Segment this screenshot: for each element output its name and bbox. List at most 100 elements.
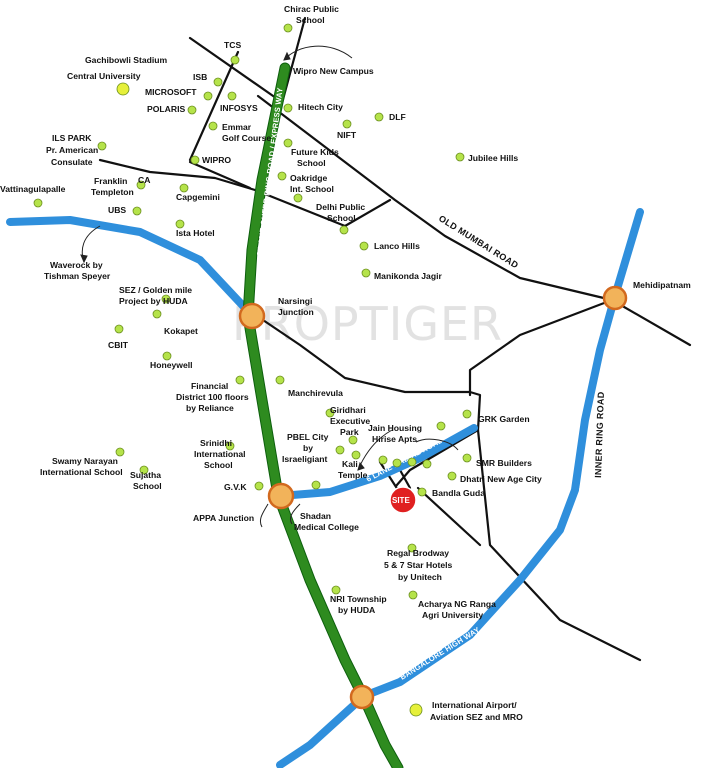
site-marker: SITE [389,486,417,514]
poi-labels: Chirac Public School TCS Wipro New Campu… [0,4,691,722]
label-nri-1: NRI Township [330,594,387,604]
label-appa: APPA Junction [193,513,254,523]
label-kali-1: Kali [342,459,358,469]
label-inner-ring-road: INNER RING ROAD [593,391,606,478]
bangalore-high-way [276,692,368,768]
label-regal-3: by Unitech [398,572,442,582]
road-oakridge [188,160,252,190]
orr-phase-ii [6,216,249,312]
label-lanco: Lanco Hills [374,241,420,251]
label-waverock-2: Tishman Speyer [44,271,111,281]
label-acharya-1: Acharya NG Ranga [418,599,496,609]
label-airport-2: Aviation SEZ and MRO [430,712,523,722]
label-regal-1: Regal Brodway [387,548,449,558]
label-srinidhi-1: Srinidhi [200,438,232,448]
label-future-kids-2: School [297,158,326,168]
label-isb: ISB [193,72,207,82]
label-jain-1: Jain Housing [368,423,422,433]
label-wipro-campus: Wipro New Campus [293,66,374,76]
old-mumbai-road [256,94,692,347]
label-sujatha-1: Sujatha [130,470,161,480]
label-giridhari-2: Executive [330,416,370,426]
label-ista: Ista Hotel [176,228,215,238]
label-central-univ: Central University [67,71,141,81]
blue-roads [6,208,644,768]
watermark: PROPTIGER [232,297,503,351]
label-emmar-1: Emmar [222,122,252,132]
label-delhi-ps-2: School [327,213,356,223]
radial-road [276,424,478,500]
label-bangalore-highway: BANGALORE HIGH WAY [398,625,481,682]
label-gachibowli: Gachibowli Stadium [85,55,167,65]
label-pbel-1: PBEL City [287,432,329,442]
label-srinidhi-3: School [204,460,233,470]
label-sez-golden-1: SEZ / Golden mile [119,285,192,295]
label-giridhari-3: Park [340,427,359,437]
road-site-link [394,428,480,488]
label-bandla: Bandla Guda [432,488,485,498]
label-chirac-2: School [296,15,325,25]
label-nift: NIFT [337,130,357,140]
pointer-arrows [80,45,459,528]
road-tcs-infosys [188,50,240,162]
label-microsoft: MICROSOFT [145,87,197,97]
label-swamy-2: International School [40,467,123,477]
road-narsingi-grk [258,316,482,432]
label-ils-1: ILS PARK [52,133,92,143]
label-vattinagulapalle: Vattinagulapalle [0,184,66,194]
label-manchirevula: Manchirevula [288,388,343,398]
label-ubs: UBS [108,205,126,215]
label-airport-1: International Airport/ [432,700,517,710]
label-financial-2: District 100 floors [176,392,249,402]
bangalore-highway-junction-icon [349,684,375,710]
label-manikonda: Manikonda Jagir [374,271,442,281]
label-future-kids-1: Future Kids [291,147,339,157]
road-grk-south [476,428,642,662]
label-pbel-2: by [303,443,313,453]
label-infosys: INFOSYS [220,103,258,113]
label-honeywell: Honeywell [150,360,193,370]
label-oakridge-2: Int. School [290,184,334,194]
label-kokapet: Kokapet [164,326,198,336]
road-tcs-north [188,36,278,100]
label-tcs: TCS [224,40,241,50]
label-emmar-2: Golf Course [222,133,271,143]
label-nri-2: by HUDA [338,605,375,615]
label-dlf: DLF [389,112,406,122]
mehidipatnam-junction-icon [602,285,628,311]
label-shadan-1: Shadan [300,511,331,521]
label-franklin-2: Templeton [91,187,134,197]
road-grk-mehidi [468,298,614,397]
poi-dots [33,23,472,717]
label-wipro: WIPRO [202,155,231,165]
label-swamy-1: Swamy Narayan [52,456,118,466]
label-financial-3: by Reliance [186,403,234,413]
label-franklin-1: Franklin [94,176,127,186]
road-site-east [416,486,482,547]
label-jain-2: Hirise Apts [372,434,417,444]
appa-junction-icon [267,482,295,510]
label-polaris: POLARIS [147,104,185,114]
label-ils-2: Pr. American [46,145,98,155]
label-regal-2: 5 & 7 Star Hotels [384,560,453,570]
label-gvk: G.V.K [224,482,247,492]
label-ca: CA [138,175,150,185]
label-hitech: Hitech City [298,102,343,112]
label-shadan-2: Medical College [294,522,359,532]
junction-markers [238,285,628,710]
label-oakridge-1: Oakridge [290,173,327,183]
label-srinidhi-2: International [194,449,246,459]
label-narsingi-2: Junction [278,307,314,317]
label-grk: GRK Garden [478,414,530,424]
label-pbel-3: Israeligiant [282,454,328,464]
label-chirac-1: Chirac Public [284,4,339,14]
label-mehidipatnam: Mehidipatnam [633,280,691,290]
label-dhatri: Dhatri New Age City [460,474,542,484]
pvnr-elevated-corridor [360,208,644,700]
label-delhi-ps-1: Delhi Public [316,202,365,212]
road-pbel-link [398,468,412,490]
label-financial-1: Financial [191,381,228,391]
label-sujatha-2: School [133,481,162,491]
label-waverock-1: Waverock by [50,260,103,270]
